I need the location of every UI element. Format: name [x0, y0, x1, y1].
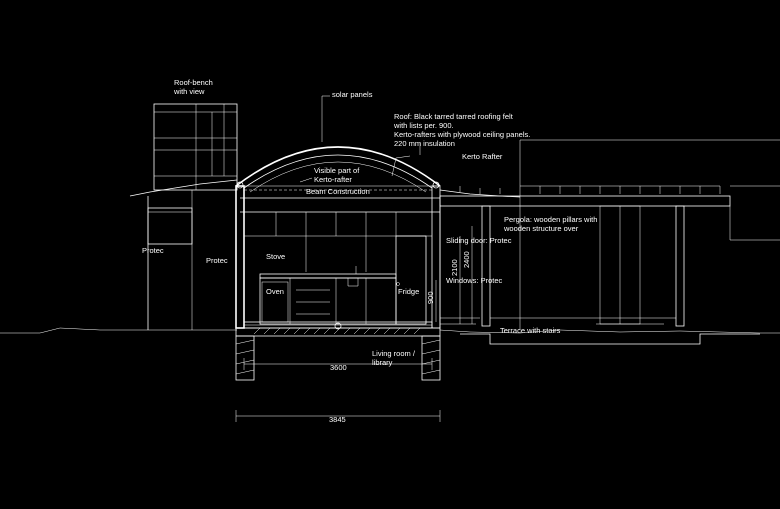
- pergola: [439, 139, 780, 345]
- pergola-label: Pergola: wooden pillars with wooden stru…: [503, 215, 599, 233]
- visible-part-label: Visible part of Kerto-rafter: [314, 166, 361, 184]
- dimension-900: 900: [426, 291, 435, 304]
- beam-construction-label: Beam Construction: [306, 187, 370, 196]
- protec-mid-label: Protec: [206, 256, 228, 265]
- roof-note-label: Roof: Black tarred tarred roofing felt w…: [393, 112, 532, 148]
- neighbor-building: [129, 179, 238, 330]
- dimension-2400: 2400: [462, 251, 471, 268]
- windows-label: Windows: Protec: [446, 276, 503, 285]
- kitchen: [244, 212, 432, 325]
- sliding-door-label: Sliding door: Protec: [446, 236, 512, 245]
- oven-label: Oven: [266, 287, 284, 296]
- dimension-lines: [235, 226, 473, 422]
- curved-roof: [235, 146, 441, 193]
- fridge-label: Fridge: [398, 287, 419, 296]
- dimension-2100: 2100: [450, 259, 459, 276]
- kerto-rafter-label: Kerto Rafter: [462, 152, 503, 161]
- stove-label: Stove: [266, 252, 285, 261]
- ground-line: [0, 327, 780, 334]
- living-room-label: Living room / library: [372, 349, 417, 367]
- protec-left-label: Protec: [142, 246, 164, 255]
- leader-lines: [299, 95, 421, 183]
- solar-panels-label: solar panels: [332, 90, 373, 99]
- roof-bench: [153, 103, 238, 191]
- foundation: [235, 321, 441, 381]
- terrace-label: Terrace with stairs: [500, 326, 561, 335]
- roof-bench-label: Roof-bench with view: [173, 78, 215, 96]
- beam-construction: [240, 189, 440, 213]
- dimension-3600: 3600: [330, 363, 347, 372]
- dimension-3845: 3845: [329, 415, 346, 424]
